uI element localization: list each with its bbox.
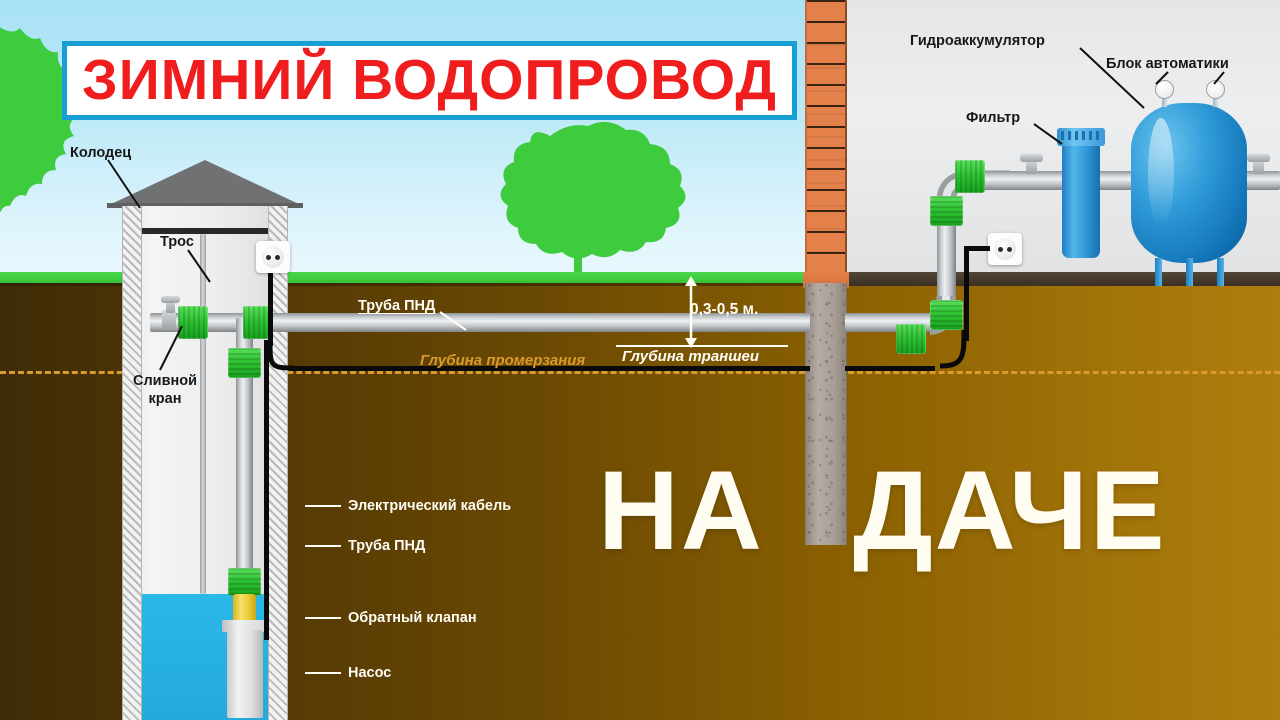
label-drain-valve-line2: кран (148, 391, 182, 407)
socket-face-house (994, 238, 1016, 260)
tank-leg-3 (1217, 258, 1224, 286)
drain-valve-stem (166, 300, 175, 313)
cable-in-trench (290, 366, 810, 371)
fitting-riser-lower (930, 300, 963, 330)
pipe-filter-to-tank (1092, 171, 1140, 190)
bush-tree-left (0, 27, 78, 213)
fitting-trench-entry (896, 324, 926, 354)
label-check-valve: Обратный клапан (348, 610, 477, 626)
tap-stem-right (1253, 160, 1264, 174)
well-roof (107, 160, 303, 206)
title-text: ЗИМНИЙ ВОДОПРОВОД (82, 48, 777, 112)
pnd-pipe-well-vertical (236, 318, 253, 600)
label-drain-valve-line1: Сливной (132, 373, 198, 389)
label-pump: Насос (348, 665, 392, 681)
leader-automation-right (1213, 71, 1225, 85)
socket-face-well (262, 246, 284, 268)
leader-pnd-well (305, 545, 341, 547)
label-pnd-trench: Труба ПНД (358, 298, 436, 314)
label-freezing-depth: Глубина промерзания (420, 352, 586, 369)
gauge-stem-left (1162, 93, 1167, 107)
cable-from-socket (268, 270, 273, 346)
cable-house-vertical (964, 246, 969, 341)
power-socket-house[interactable] (988, 233, 1022, 265)
pipe-to-filter (960, 171, 1070, 190)
drain-valve-handle[interactable] (161, 296, 180, 303)
leader-pnd-trench (439, 311, 467, 331)
well-top-beam (142, 228, 268, 234)
trench-depth-arrow (685, 276, 697, 348)
steel-rope (200, 234, 206, 594)
concrete-foundation-column (805, 283, 847, 545)
tree-center (500, 121, 686, 276)
leader-hydroaccumulator (1079, 47, 1145, 109)
gauge-stem-right (1213, 93, 1218, 107)
tap-handle-left[interactable] (1020, 154, 1043, 162)
pump-collar (222, 620, 267, 632)
fitting-drain-side (178, 306, 208, 339)
label-trench-depth: Глубина траншеи (622, 348, 760, 365)
cable-house-horizontal (964, 246, 990, 251)
pressure-gauge-right (1206, 80, 1225, 99)
tap-stem-left (1026, 160, 1037, 174)
fitting-house-inlet (955, 160, 985, 193)
water-filter-body (1062, 140, 1100, 258)
fitting-pump-connector (228, 568, 261, 596)
title-banner: ЗИМНИЙ ВОДОПРОВОД (62, 41, 797, 120)
socket-hole-left-house (998, 247, 1003, 252)
submersible-pump (227, 630, 263, 718)
label-pnd-well: Труба ПНД (348, 538, 426, 554)
brick-wall (805, 0, 847, 283)
power-socket-well[interactable] (256, 241, 290, 273)
label-electric-cable: Электрический кабель (348, 498, 512, 514)
trench-dimension-label: 0,3-0,5 м. (690, 301, 759, 318)
pnd-pipe-trench-horizontal (150, 313, 810, 332)
soil-surface-line (0, 283, 1280, 286)
leader-drain-valve (159, 325, 183, 371)
socket-hole-left (266, 255, 271, 260)
caption-na: НА (598, 448, 764, 573)
well-wall-left (122, 206, 142, 720)
leader-filter (1033, 123, 1063, 145)
tank-leg-1 (1155, 258, 1162, 286)
leader-check-valve (305, 617, 341, 619)
well-roof-edge (107, 203, 303, 208)
fitting-riser-upper (930, 196, 963, 226)
cable-in-trench-right (845, 366, 935, 371)
label-well: Колодец (70, 145, 132, 161)
pipe-tank-outlet (1240, 171, 1280, 190)
leader-well (107, 159, 141, 209)
tank-leg-2 (1186, 258, 1193, 286)
freezing-depth-line-right (848, 371, 1280, 374)
drain-valve-body[interactable] (162, 310, 176, 330)
water-filter-cap (1057, 128, 1105, 146)
cable-house-bend (939, 330, 967, 369)
label-rope: Трос (160, 234, 194, 250)
house-floor-slab (845, 272, 1280, 286)
label-filter: Фильтр (966, 110, 1021, 126)
leader-electric-cable (305, 505, 341, 507)
trench-depth-underline (616, 345, 788, 347)
label-automation-block: Блок автоматики (1106, 56, 1229, 72)
tap-handle-right[interactable] (1247, 154, 1270, 162)
leader-pump (305, 672, 341, 674)
caption-dache: ДАЧЕ (853, 448, 1167, 573)
leader-automation-left (1155, 71, 1169, 85)
cable-down-to-pump (264, 340, 269, 640)
freezing-depth-line (0, 371, 805, 374)
socket-hole-right-house (1007, 247, 1012, 252)
label-hydroaccumulator: Гидроаккумулятор (910, 33, 1045, 49)
fitting-down-leg (228, 348, 261, 378)
socket-hole-right (275, 255, 280, 260)
check-valve (233, 594, 256, 624)
tank-highlight (1148, 118, 1174, 228)
pressure-gauge-left (1155, 80, 1174, 99)
leader-rope (187, 249, 211, 283)
cable-bend (267, 340, 294, 371)
